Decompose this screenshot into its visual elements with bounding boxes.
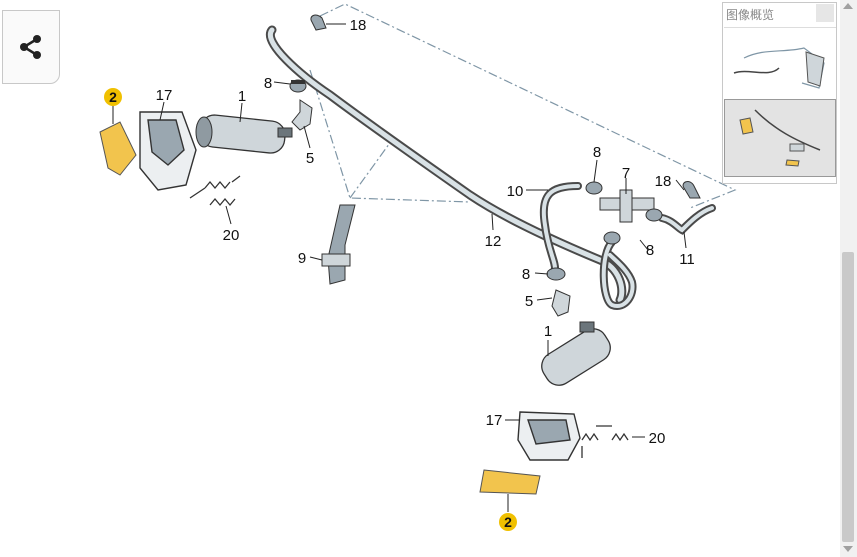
thumbnail-2-drawing	[739, 109, 821, 167]
callout-12: 12	[485, 233, 502, 250]
overview-thumbnail-2[interactable]	[724, 99, 836, 177]
overview-thumbnail-1[interactable]	[724, 27, 836, 98]
clamp-8-mid-b[interactable]	[645, 208, 663, 222]
callout-8-lower: 8	[522, 266, 530, 283]
callout-5-lower: 5	[525, 293, 533, 310]
hose-return	[599, 238, 637, 310]
clamp-8-lower[interactable]	[546, 267, 566, 281]
badge-2-top	[104, 88, 122, 106]
holder-9[interactable]	[321, 204, 356, 285]
overview-title: 图像概览	[726, 8, 775, 22]
scrollbar-thumb[interactable]	[842, 252, 854, 542]
image-overview-panel: 图像概览	[722, 2, 837, 184]
pump-1-top[interactable]	[195, 114, 293, 155]
callout-1-top: 1	[238, 88, 246, 105]
bracket-17-top[interactable]	[139, 111, 197, 191]
callout-1-lower: 1	[544, 323, 552, 340]
spring-20-top[interactable]	[189, 175, 241, 207]
pump-1-lower[interactable]	[536, 321, 615, 390]
clamp-8-mid-a[interactable]	[585, 181, 603, 195]
callout-8-right: 8	[646, 242, 654, 259]
callout-17-top: 17	[156, 87, 173, 104]
hose-11	[658, 204, 716, 235]
callout-8-mid: 8	[593, 144, 601, 161]
thumbnail-1-drawing	[733, 47, 825, 89]
clamp-8-top[interactable]	[289, 79, 307, 93]
elbow-5-lower[interactable]	[551, 289, 571, 317]
overview-toggle-button[interactable]	[816, 4, 834, 22]
share-button[interactable]	[2, 10, 60, 84]
spring-20-lower[interactable]	[581, 425, 629, 458]
clip-18-right[interactable]	[682, 181, 701, 199]
assembly-dashed-frame	[309, 3, 737, 209]
callout-20-top: 20	[223, 227, 240, 244]
share-icon	[20, 35, 41, 59]
callout-5-top: 5	[306, 150, 314, 167]
leader-lines	[112, 23, 687, 512]
callout-9: 9	[298, 250, 306, 267]
callout-8-top: 8	[264, 75, 272, 92]
callout-18-top: 18	[350, 17, 367, 34]
callout-11: 11	[679, 251, 695, 268]
nozzle-cap-2-lower[interactable]	[479, 469, 541, 495]
elbow-5-top[interactable]	[291, 99, 313, 131]
clip-18-top[interactable]	[310, 14, 327, 31]
callout-2-top: 2	[109, 89, 117, 105]
callout-10: 10	[507, 183, 524, 200]
callout-17-lower: 17	[486, 412, 503, 429]
callout-2-lower: 2	[504, 514, 512, 530]
hose-10	[539, 182, 582, 274]
nozzle-cap-2-top[interactable]	[99, 121, 137, 176]
callout-7: 7	[622, 165, 630, 182]
callout-20-lower: 20	[649, 430, 666, 447]
t-connector-7[interactable]	[599, 189, 655, 223]
scroll-up-arrow-icon[interactable]	[843, 3, 853, 9]
scroll-down-arrow-icon[interactable]	[843, 546, 853, 552]
callout-18-right: 18	[655, 173, 672, 190]
clamp-8-mid-c[interactable]	[603, 231, 621, 245]
hose-12	[265, 25, 627, 305]
badge-2-lower	[499, 513, 517, 531]
bracket-17-lower[interactable]	[517, 411, 581, 461]
